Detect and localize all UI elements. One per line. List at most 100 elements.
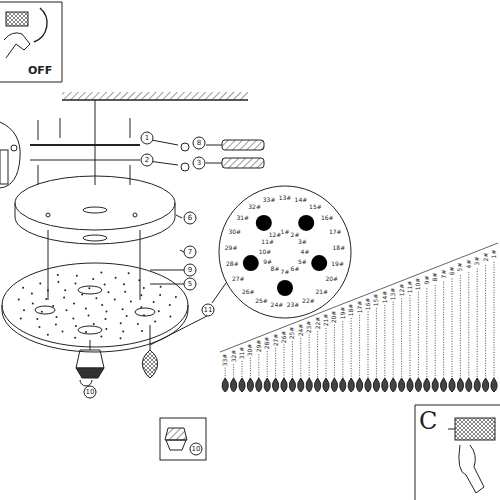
screw	[38, 165, 39, 185]
position-number: 14#	[295, 197, 308, 203]
crystal-drop	[390, 378, 396, 392]
plate-hole	[169, 304, 171, 306]
plate-hole	[55, 323, 57, 325]
bulb-hole	[277, 280, 293, 296]
position-number: 8#	[271, 266, 280, 272]
plate-hole	[39, 283, 41, 285]
strand-number: 16#	[365, 297, 371, 310]
plate-hole	[74, 337, 76, 339]
plate-hole	[130, 300, 132, 302]
bead-strand	[401, 298, 402, 378]
plate-hole	[100, 272, 102, 274]
plate-hole	[18, 298, 20, 300]
position-number: 26#	[242, 289, 255, 295]
bead-strand	[275, 348, 276, 378]
plate-hole	[175, 296, 177, 298]
crystal-drop	[230, 378, 236, 392]
switch-block	[6, 12, 28, 26]
strand-number: 5#	[457, 263, 463, 272]
bulb-hole	[301, 218, 311, 228]
strand-number: 12#	[399, 284, 405, 297]
bead-strand	[284, 345, 285, 379]
crystal-drop	[432, 378, 438, 392]
hand-icon	[4, 33, 30, 58]
callout-number: 7	[184, 246, 197, 259]
bulb-hole	[259, 218, 269, 228]
callout-number: 3	[193, 157, 206, 170]
position-number: 5#	[298, 259, 307, 265]
crystal-drop	[264, 378, 270, 392]
strand-number: 11#	[407, 281, 413, 294]
plate-hole	[140, 294, 142, 296]
bead-strand	[477, 269, 478, 378]
crystal-drop	[256, 378, 262, 392]
plate-hole	[45, 298, 47, 300]
position-number: 19#	[331, 261, 344, 267]
bead-strand	[317, 331, 318, 378]
plate-hole	[154, 321, 156, 323]
box-label: OFF	[28, 65, 52, 76]
strand-number: 18#	[348, 304, 354, 317]
crystal-drop	[272, 378, 278, 392]
leader	[150, 284, 184, 285]
crystal-drop	[424, 378, 430, 392]
crystal-drop	[247, 378, 253, 392]
position-number: 9#	[263, 259, 272, 265]
crystal-drop	[382, 378, 388, 392]
plate-hole	[39, 326, 41, 328]
bead-strand	[368, 312, 369, 379]
strand-number: 13#	[390, 287, 396, 300]
crystal-drop	[331, 378, 337, 392]
plate-hole	[64, 289, 66, 291]
crystal-drop	[482, 378, 488, 392]
position-number: 13#	[279, 195, 292, 201]
plate-hole	[31, 293, 33, 295]
plate-hole	[62, 331, 64, 333]
position-number: 18#	[333, 245, 346, 251]
bead-strand	[418, 292, 419, 378]
bracket-plate	[0, 150, 8, 184]
plate-hole	[123, 283, 125, 285]
crystal-drop	[222, 378, 228, 392]
plate-hole	[32, 303, 34, 305]
screw	[38, 120, 39, 140]
strand-number: 33#	[222, 353, 228, 366]
plate-hole	[23, 309, 25, 311]
plate-hole	[47, 334, 49, 336]
screw	[130, 165, 131, 185]
position-number: 4#	[301, 249, 310, 255]
position-number: 33#	[263, 197, 276, 203]
position-number: 32#	[248, 204, 261, 210]
plate-hole	[122, 308, 124, 310]
plate-hole	[141, 330, 143, 332]
crystal-drop	[466, 378, 472, 392]
strand-number: 30#	[247, 343, 253, 356]
leader	[212, 283, 226, 303]
strand-number: 23#	[306, 320, 312, 333]
plate-hole	[104, 284, 106, 286]
crystal-drop	[314, 378, 320, 392]
bead-strand	[468, 272, 469, 378]
crystal-drop	[474, 378, 480, 392]
screw	[60, 118, 61, 138]
position-number: 28#	[226, 261, 239, 267]
position-number: 21#	[315, 289, 328, 295]
position-number: 25#	[255, 298, 268, 304]
strand-number: 1#	[491, 250, 497, 259]
callout-number: 9	[184, 264, 197, 277]
bead-strand	[485, 265, 486, 378]
plate-hole	[52, 305, 54, 307]
position-number: 2#	[291, 232, 300, 238]
bulb-hole	[298, 215, 314, 231]
bulb-detail-frame	[160, 418, 206, 460]
crystal-drop	[348, 378, 354, 392]
bead-strand	[242, 361, 243, 378]
position-number: 12#	[269, 232, 282, 238]
bead-strand	[292, 341, 293, 378]
plate-hole	[120, 337, 122, 339]
plate-hole	[160, 286, 162, 288]
position-number: 16#	[321, 215, 334, 221]
bulb-hole	[280, 283, 290, 293]
strand-number: 7#	[441, 269, 447, 278]
position-number: 22#	[302, 298, 315, 304]
